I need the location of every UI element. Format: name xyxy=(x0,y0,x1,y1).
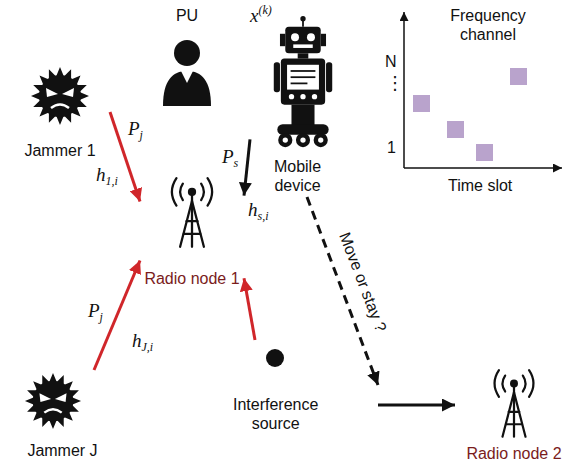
signal-arrow xyxy=(307,197,455,405)
node-label: Radio node 2 xyxy=(466,444,561,463)
channel-gain: hs,i xyxy=(248,199,269,220)
text-slot: x(k) xyxy=(250,5,272,26)
device-node: Radio node 1 xyxy=(140,172,244,290)
text-slot: Jammer 1 xyxy=(10,141,110,160)
node-label: Mobile device xyxy=(262,157,333,195)
device-node: Jammer 1 xyxy=(10,62,110,162)
node-label: Interference source xyxy=(233,395,318,433)
decision-label: Move or stay ? xyxy=(335,230,390,335)
signal-arrow xyxy=(94,261,140,371)
axis-label: 1 xyxy=(387,138,396,157)
power-label: Pj xyxy=(128,118,143,139)
pu-icon xyxy=(160,36,214,106)
text-slot: Mobile device xyxy=(262,157,333,195)
power-label: Ps xyxy=(222,146,238,167)
signal-arrow xyxy=(244,139,250,195)
text-slot: Interference source xyxy=(233,395,317,433)
arrow-segment xyxy=(244,139,250,195)
text-slot: Radio node 2 xyxy=(455,444,573,463)
device-node: PU xyxy=(158,6,216,112)
node-label: Radio node 1 xyxy=(144,269,239,288)
power-label: Pj xyxy=(88,300,103,321)
jam-icon xyxy=(30,66,90,126)
ant-icon xyxy=(160,174,224,250)
hop-square xyxy=(447,121,464,138)
device-node: Jammer J xyxy=(10,370,115,462)
ant-icon xyxy=(483,367,545,439)
arrow-segment xyxy=(94,261,140,371)
node-label: Jammer J xyxy=(27,441,97,460)
signal-arrow xyxy=(244,278,255,340)
axis-label: ⋮ xyxy=(386,74,404,93)
text-slot: Jammer J xyxy=(10,441,115,460)
device-node: x(k) Mobile device xyxy=(250,5,345,197)
arrow-segment xyxy=(110,112,140,202)
jam-icon xyxy=(24,372,82,430)
axis-label: Time slot xyxy=(448,176,512,195)
robot-icon xyxy=(272,15,334,150)
arrow-segment xyxy=(244,278,255,340)
signal-arrow xyxy=(110,112,140,202)
state-symbol: x(k) xyxy=(250,5,272,26)
device-node: Radio node 2 xyxy=(455,365,573,465)
x-axis xyxy=(404,167,562,169)
arrow-segment xyxy=(378,404,455,407)
channel-gain: hJ,i xyxy=(132,330,153,351)
hop-square xyxy=(476,144,493,161)
channel-gain: h1,i xyxy=(96,164,118,185)
dot-icon xyxy=(265,348,285,368)
axis-label: N xyxy=(385,52,397,71)
hop-square xyxy=(413,95,430,112)
text-slot: PU xyxy=(158,6,216,25)
hop-square xyxy=(510,68,527,85)
node-label: PU xyxy=(176,6,198,25)
axis-label: Frequency channel xyxy=(438,6,538,44)
node-label: Jammer 1 xyxy=(24,141,95,160)
device-node: Interference source xyxy=(225,340,325,435)
text-slot: Radio node 1 xyxy=(140,269,244,288)
